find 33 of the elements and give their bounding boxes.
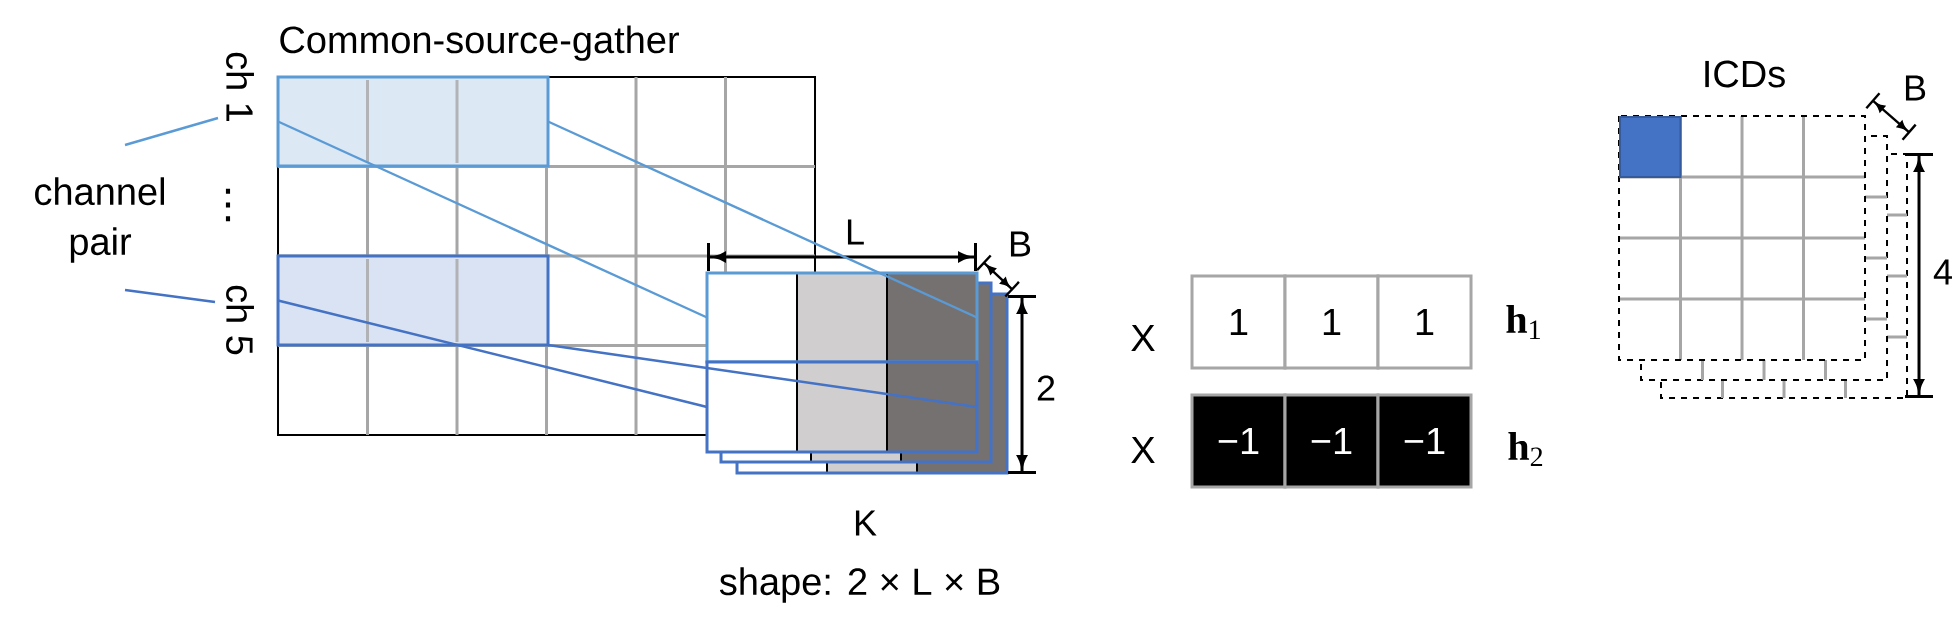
weight-cell: 1 xyxy=(1376,274,1473,370)
dimension-label: 2 xyxy=(1037,375,1055,401)
dimension-label: B xyxy=(1905,75,1926,101)
icd-grid: ICDs xyxy=(1618,60,1866,361)
weight-cell: −1 xyxy=(1190,393,1287,489)
channel-window xyxy=(276,75,550,168)
leader-line xyxy=(124,116,219,147)
data-slice xyxy=(705,360,979,454)
vector-label: h$_{1}$ xyxy=(1506,305,1540,339)
channel-label: ch 1 xyxy=(226,52,254,121)
multiply-sign: X xyxy=(1131,324,1155,352)
node-label: Common-source-gather xyxy=(280,25,679,61)
weight-cell: −1 xyxy=(1376,393,1473,489)
projection-line xyxy=(547,343,978,409)
dimension-label: B xyxy=(1010,231,1031,257)
channel-label: ch 5 xyxy=(226,285,254,355)
shape-label: shape: 2 × L × B xyxy=(719,567,1000,603)
projection-line xyxy=(547,120,978,319)
ellipsis: ⋮ xyxy=(225,188,231,222)
dimension-label: L xyxy=(847,219,864,245)
projection-line xyxy=(277,299,708,409)
dimension-label: K xyxy=(855,510,877,536)
leader-line xyxy=(124,288,216,304)
weight-cell: 1 xyxy=(1283,274,1380,370)
dimension-label: 4 xyxy=(1933,259,1952,285)
vector-label: h$_{2}$ xyxy=(1508,432,1543,466)
weight-cell: −1 xyxy=(1283,393,1380,489)
projection-line xyxy=(277,120,708,319)
node-label: ICDs xyxy=(1705,60,1785,88)
channel-window xyxy=(276,254,550,347)
multiply-sign: X xyxy=(1131,436,1155,464)
weight-cell: 1 xyxy=(1190,274,1287,370)
channel-pair-label: channel pair xyxy=(35,177,164,263)
